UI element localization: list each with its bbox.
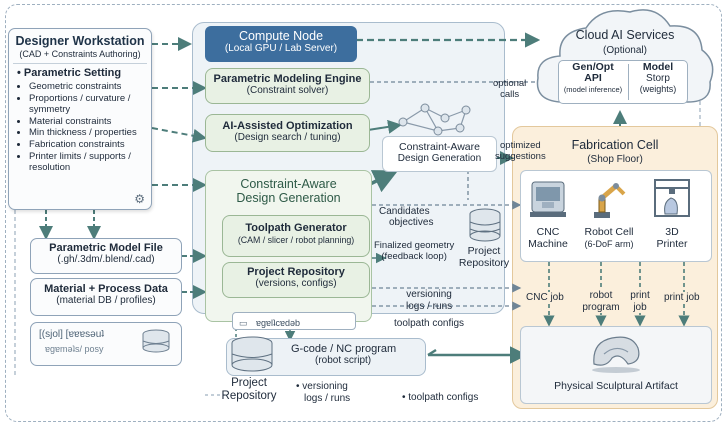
cloud-title: Cloud AI Services [575, 28, 675, 42]
cagen-title-2: Design Generation [236, 191, 341, 205]
designer-title: Designer Workstation [15, 34, 145, 48]
param-file-title: Parametric Model File [49, 242, 163, 254]
compute-node-header: Compute Node (Local GPU / Lab Server) [205, 26, 357, 62]
toolpath-sub: (CAM / slicer / robot planning) [237, 235, 355, 245]
small-config-text: ɐgɐlʇcɐdǝb [255, 318, 301, 328]
list-item: Material constraints [29, 116, 145, 128]
param-setting-heading: • Parametric Setting [17, 67, 122, 79]
ai-sub: (Design search / tuning) [234, 132, 341, 143]
robot-label: Robot Cell(6-DoF arm) [584, 226, 634, 249]
cnc-machine-icon [530, 181, 566, 217]
param-file-sub: (.gh/.3dm/.blend/.cad) [57, 254, 155, 265]
compute-subtitle: (Local GPU / Lab Server) [224, 43, 338, 54]
toolpath-generator-box: Toolpath Generator (CAM / slicer / robot… [222, 215, 370, 257]
compute-title: Compute Node [238, 29, 324, 43]
material-title: Material + Process Data [44, 283, 168, 295]
3d-printer-icon [654, 179, 690, 217]
artifact-label: Physical Sculptural Artifact [554, 380, 678, 392]
gear-icon: ⚙ [134, 192, 145, 206]
toolpath-configs-label: toolpath configs [394, 318, 465, 329]
parametric-model-file-box: Parametric Model File (.gh/.3dm/.blend/.… [30, 238, 182, 274]
database-icon [142, 329, 170, 353]
list-item: Min thickness / properties [29, 127, 145, 139]
material-process-box: Material + Process Data (material DB / p… [30, 278, 182, 316]
cagen-title: Constraint-Aware [240, 177, 337, 191]
designer-workstation-box: Designer Workstation (CAD + Constraints … [8, 28, 152, 210]
legend-garbled-box: [(sjol] [ɐɐɐsǝuʇ ɐgɐmǝʇs/ posy [30, 322, 182, 366]
repo-sub: (versions, configs) [255, 278, 337, 289]
cagen2-sub: Design Generation [397, 153, 482, 164]
sculpture-icon [592, 336, 640, 373]
material-sub: (material DB / profiles) [56, 295, 156, 306]
project-repo-inner-box: Project Repository (versions, configs) [222, 262, 370, 298]
fab-title: Fabrication Cell [571, 138, 659, 152]
genopt-api-label: Gen/Opt API (model inference) [563, 61, 623, 95]
bottom-toolpath-label: • toolpath configs [402, 392, 479, 403]
cloud-inner-box [558, 60, 688, 104]
cloud-divider [628, 64, 629, 100]
cloud-sub: (Optional) [603, 45, 647, 56]
repo-title: Project Repository [247, 266, 345, 278]
print-job-right-label: print job [664, 292, 700, 303]
ai-optimization-box: AI-Assisted Optimization (Design search … [205, 114, 370, 152]
monitor-icon: ▭ [239, 318, 248, 328]
legend-line-1: [(sjol] [ɐɐɐsǝuʇ [39, 329, 105, 340]
gcode-sub: (robot script) [315, 355, 372, 366]
project-repo-db-icon [469, 208, 501, 242]
robot-arm-icon [594, 183, 626, 218]
fab-sub: (Shop Floor) [587, 154, 643, 165]
cagen2-title: Constraint-Aware [399, 141, 480, 153]
model-storage-label: Model Storp (weights) [639, 61, 677, 95]
toolpath-title: Toolpath Generator [245, 222, 347, 234]
outer-frame [5, 4, 722, 422]
list-item: Proportions / curvature / symmetry [29, 93, 145, 116]
cnc-job-label: CNC job [526, 292, 564, 303]
designer-subtitle: (CAD + Constraints Authoring) [19, 49, 141, 59]
legend-line-2: ɐgɐmǝʇs/ posy [45, 344, 104, 354]
gcode-title: G-code / NC program [291, 343, 397, 355]
small-config-box: ▭ ɐgɐlʇcɐdǝb [232, 312, 356, 330]
gcode-db-icon [231, 336, 273, 372]
artifact-box [520, 326, 712, 404]
engine-title: Parametric Modeling Engine [213, 73, 362, 85]
parametric-engine-box: Parametric Modeling Engine (Constraint s… [205, 68, 370, 104]
param-setting-list: Geometric constraints Proportions / curv… [17, 81, 145, 174]
cagen-secondary-box: Constraint-Aware Design Generation [382, 136, 497, 172]
finalized-label: Finalized geometry(feedback loop) [374, 240, 455, 262]
list-item: Geometric constraints [29, 81, 145, 93]
ai-title: AI-Assisted Optimization [222, 120, 353, 132]
list-item: Printer limits / supports / resolution [29, 151, 145, 174]
engine-sub: (Constraint solver) [246, 85, 329, 96]
list-item: Fabrication constraints [29, 139, 145, 151]
